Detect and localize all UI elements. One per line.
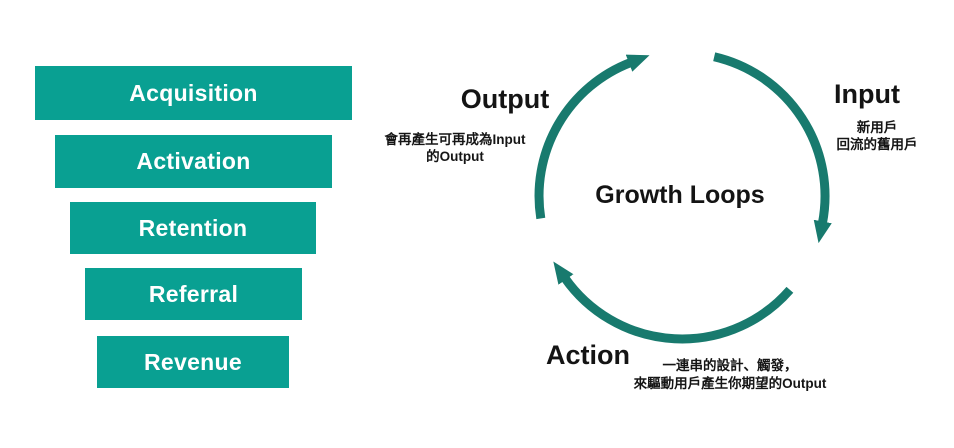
- loop-title: Growth Loops: [595, 181, 765, 209]
- funnel-bar-label: Retention: [138, 214, 248, 241]
- action-label: Action: [546, 340, 630, 370]
- funnel-bar-label: Referral: [148, 280, 239, 307]
- funnel-bar-activation: Activation: [55, 135, 332, 188]
- funnel-bar-retention: Retention: [70, 202, 316, 254]
- input-note-line1: 新用戶: [856, 120, 898, 135]
- output-note: 會再產生可再成為Input 的Output: [375, 131, 535, 165]
- funnel-bar-referral: Referral: [85, 268, 302, 320]
- funnel-bar-revenue: Revenue: [97, 336, 289, 388]
- output-note-line2: 的Output: [426, 149, 484, 164]
- funnel-bar-label: Activation: [136, 148, 251, 174]
- funnel-bar-label: Revenue: [144, 348, 242, 375]
- output-note-line1: 會再產生可再成為Input: [384, 132, 526, 147]
- action-note-line2: 來驅動用戶產生你期望的Output: [633, 376, 827, 391]
- funnel-bar-label: Acquisition: [129, 79, 258, 106]
- input-label: Input: [834, 79, 900, 109]
- input-note: 新用戶 回流的舊用戶: [817, 119, 937, 153]
- action-note-line1: 一連串的設計、觸發，: [662, 358, 798, 373]
- action-note: 一連串的設計、觸發， 來驅動用戶產生你期望的Output: [630, 357, 830, 393]
- funnel-bar-acquisition: Acquisition: [35, 66, 352, 120]
- input-note-line2: 回流的舊用戶: [836, 137, 918, 152]
- loop-arc-action-icon: [553, 261, 794, 344]
- output-label: Output: [460, 84, 550, 114]
